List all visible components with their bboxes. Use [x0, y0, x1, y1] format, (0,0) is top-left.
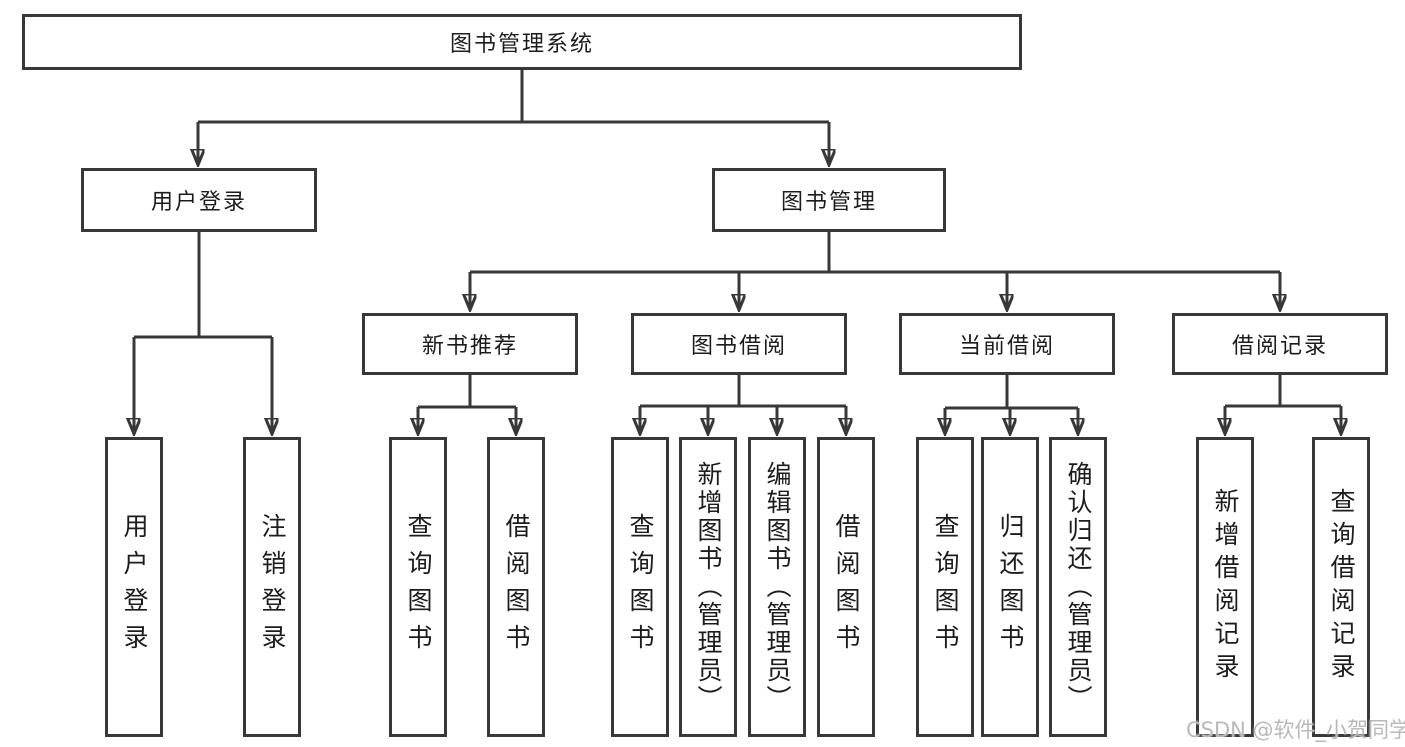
- leaf-query-borrow-record-label: 查询借阅记录: [1327, 488, 1356, 686]
- node-root-library-system: 图书管理系统: [22, 14, 1022, 70]
- leaf-edit-book-admin: 编辑图书（管理员）: [748, 437, 806, 737]
- leaf-user-login: 用户登录: [105, 437, 163, 737]
- leaf-confirm-return-admin: 确认归还（管理员）: [1049, 437, 1107, 737]
- watermark: CSDN @软件_小贺同学: [1186, 718, 1405, 742]
- leaf-add-borrow-record-label: 新增借阅记录: [1211, 488, 1240, 686]
- connector-current-borrowing-trunk: [945, 375, 1078, 410]
- connector-borrow-records-trunk: [1225, 375, 1341, 408]
- node-borrowing-records-label: 借阅记录: [1231, 334, 1328, 359]
- connector-book-borrowing-trunk: [640, 375, 846, 408]
- leaf-add-book-admin-label: 新增图书（管理员）: [694, 461, 723, 713]
- leaf-return-book-label: 归还图书: [996, 513, 1025, 661]
- node-current-borrowing: 当前借阅: [899, 313, 1115, 375]
- node-book-borrowing: 图书借阅: [631, 313, 847, 375]
- leaf-return-book: 归还图书: [981, 437, 1039, 737]
- node-user-login-label: 用户登录: [150, 190, 247, 215]
- leaf-user-login-label: 用户登录: [120, 513, 149, 661]
- leaf-query-books-recommend-label: 查询图书: [404, 513, 433, 661]
- node-book-borrowing-label: 图书借阅: [690, 334, 787, 359]
- connector-book-management-trunk: [470, 232, 1280, 274]
- leaf-query-books-borrowing: 查询图书: [611, 437, 669, 737]
- node-book-management: 图书管理: [712, 168, 946, 232]
- leaf-query-books-current-label: 查询图书: [931, 513, 960, 661]
- node-borrowing-records: 借阅记录: [1172, 313, 1388, 375]
- leaf-add-book-admin: 新增图书（管理员）: [679, 437, 737, 737]
- leaf-borrow-books-recommend: 借阅图书: [487, 437, 545, 737]
- connector-user-login-trunk: [134, 232, 272, 339]
- leaf-borrow-books: 借阅图书: [817, 437, 875, 737]
- connector-new-book-trunk: [418, 375, 516, 409]
- node-new-book-recommend-label: 新书推荐: [421, 334, 518, 359]
- leaf-query-books-recommend: 查询图书: [389, 437, 447, 737]
- leaf-confirm-return-admin-label: 确认归还（管理员）: [1064, 461, 1093, 713]
- connector-root-trunk: [198, 70, 829, 124]
- node-new-book-recommend: 新书推荐: [362, 313, 578, 375]
- node-current-borrowing-label: 当前借阅: [958, 334, 1055, 359]
- leaf-borrow-books-recommend-label: 借阅图书: [502, 513, 531, 661]
- leaf-query-books-borrowing-label: 查询图书: [626, 513, 655, 661]
- leaf-logout-label: 注销登录: [258, 513, 287, 661]
- node-root-label: 图书管理系统: [449, 32, 594, 57]
- leaf-borrow-books-label: 借阅图书: [832, 513, 861, 661]
- leaf-query-borrow-record: 查询借阅记录: [1312, 437, 1370, 737]
- leaf-add-borrow-record: 新增借阅记录: [1196, 437, 1254, 737]
- leaf-query-books-current: 查询图书: [916, 437, 974, 737]
- node-user-login: 用户登录: [81, 168, 317, 232]
- node-book-management-label: 图书管理: [780, 190, 877, 215]
- leaf-logout: 注销登录: [243, 437, 301, 737]
- leaf-edit-book-admin-label: 编辑图书（管理员）: [763, 461, 792, 713]
